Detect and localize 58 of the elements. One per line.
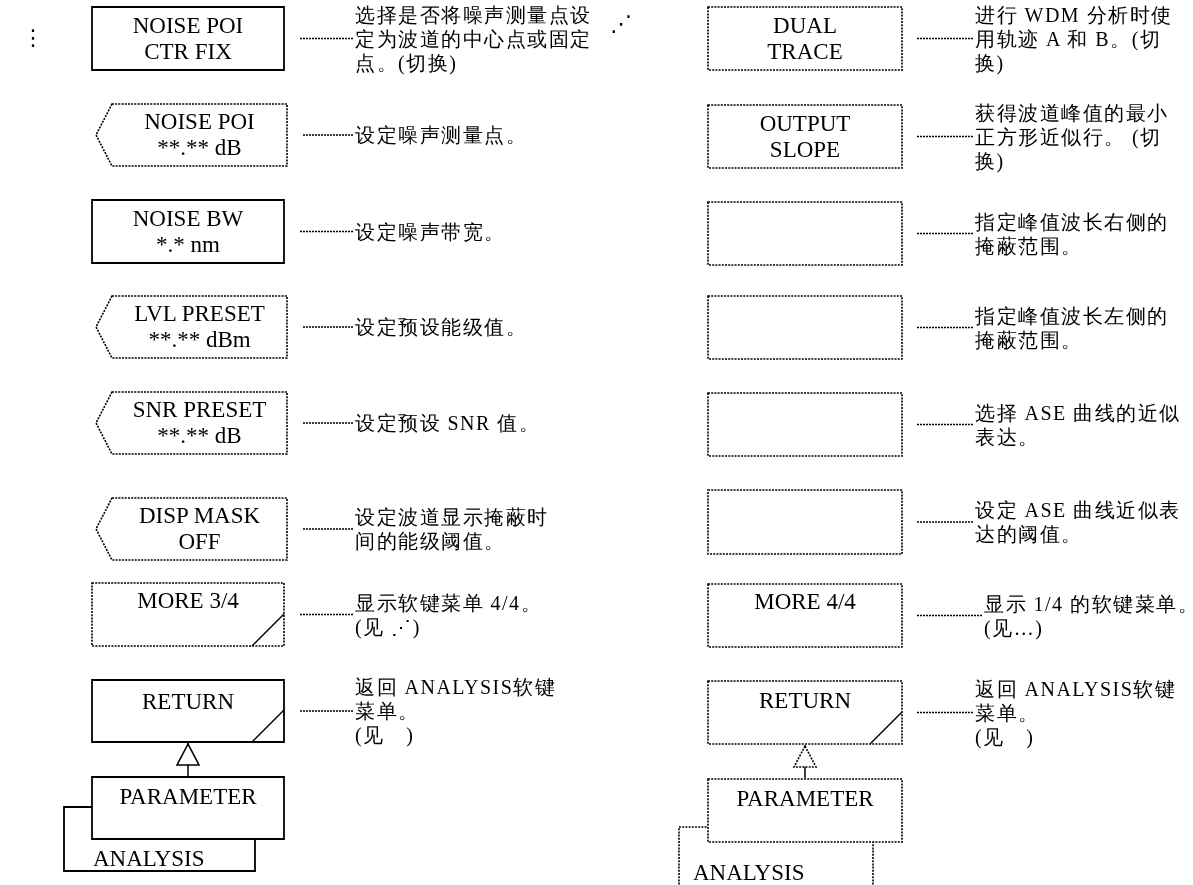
leader-line [301,326,354,328]
leader-line [301,528,354,530]
continuation-dots: ⋮ [22,26,44,50]
softkey: LVL PRESET **.** dBm [95,295,288,359]
leader-line [298,613,354,616]
description-text: 返回 ANALYSIS软键菜单。 [975,676,1178,725]
blank-softkey [707,295,903,360]
leader-line [916,135,974,138]
description-text: (见 ) [975,724,1036,749]
description-text: 获得波道峰值的最小正方形近似行。 (切换) [975,100,1170,173]
softkey: NOISE POI CTR FIX [91,6,285,71]
leader-line [916,614,983,617]
leader-line [301,134,354,136]
description-text: 选择是否将噪声测量点设定为波道的中心点或固定点。(切换) [355,2,593,75]
leader-line [298,710,354,712]
description-text: 显示软键菜单 4/4。 [355,590,544,615]
description-text: 设定预设能级值。 [355,315,528,339]
description-text: 设定噪声带宽。 [355,219,507,244]
description-text: 指定峰值波长左侧的掩蔽范围。 [975,303,1170,352]
softkey: RETURN [91,679,285,743]
blank-softkey [707,489,903,555]
softkey: NOISE POI **.** dB [95,103,288,167]
description-text: 设定波道显示掩蔽时间的能级阈值。 [355,505,550,553]
description-text: 返回 ANALYSIS软键菜单。 [355,675,558,723]
softkey: MORE 4/4 [707,583,903,648]
hierarchy-arrow [176,742,200,777]
blank-softkey [707,201,903,266]
softkey: PARAMETER [91,776,285,840]
continuation-dots: ⋰ [610,12,632,36]
leader-line [916,423,974,426]
description-text: 设定预设 SNR 值。 [355,411,542,435]
softkey: SNR PRESET **.** dB [95,391,288,455]
description-text: (见 ) [355,723,416,747]
leader-line [916,326,974,329]
leader-line [916,37,974,40]
description-text: (见…) [984,615,1045,640]
softkey: DISP MASK OFF [95,497,288,561]
hierarchy-arrow [793,744,817,779]
leader-line [916,521,974,523]
description-text: 进行 WDM 分析时使用轨迹 A 和 B。(切换) [975,2,1174,75]
description-text: 设定噪声测量点。 [355,123,528,147]
leader-line [298,230,354,233]
softkey: PARAMETER [707,778,903,843]
softkey: DUAL TRACE [707,6,903,71]
leader-line [298,37,354,40]
leader-line [301,422,354,424]
softkey: RETURN [707,680,903,745]
softkey: NOISE BW *.* nm [91,199,285,264]
softkey: MORE 3/4 [91,582,285,647]
leader-line [916,232,974,235]
leader-line [916,711,974,714]
softkey: OUTPUT SLOPE [707,104,903,169]
description-text: (见 ⋰) [355,614,422,639]
description-text: 指定峰值波长右侧的掩蔽范围。 [975,209,1170,258]
blank-softkey [707,392,903,457]
description-text: 设定 ASE 曲线近似表达的阈值。 [975,498,1182,546]
description-text: 显示 1/4 的软键菜单。 [984,591,1193,616]
description-text: 选择 ASE 曲线的近似表达。 [975,400,1182,449]
